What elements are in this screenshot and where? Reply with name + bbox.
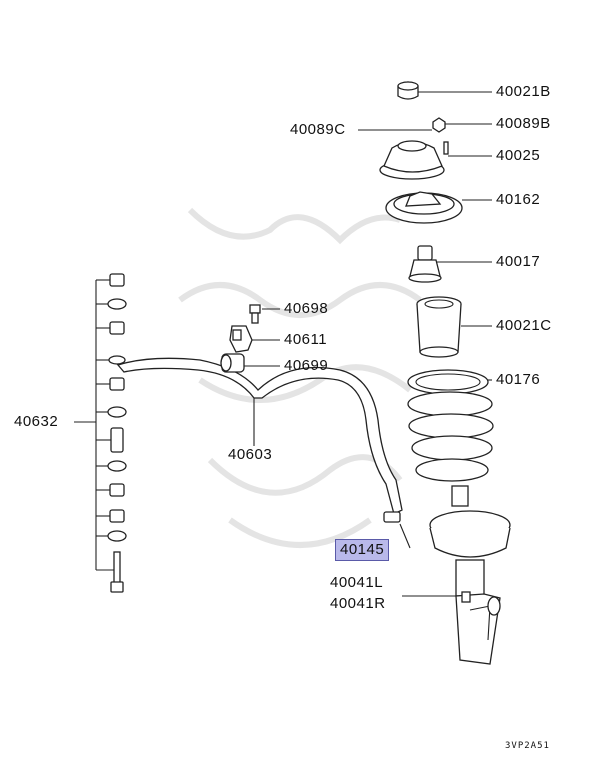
- label-40089b[interactable]: 40089B: [496, 115, 551, 132]
- part-40017-bumpstop[interactable]: [408, 245, 442, 283]
- label-40632[interactable]: 40632: [14, 413, 59, 430]
- diagram-code: 3VP2A51: [505, 741, 550, 751]
- part-40698-bolt[interactable]: [249, 304, 261, 324]
- label-40145-highlighted[interactable]: 40145: [335, 539, 390, 561]
- label-40611[interactable]: 40611: [284, 331, 328, 348]
- label-40699[interactable]: 40699: [284, 357, 329, 374]
- part-40176-spring[interactable]: [407, 369, 494, 482]
- label-40041r[interactable]: 40041R: [330, 595, 386, 612]
- label-40603[interactable]: 40603: [228, 446, 273, 463]
- part-40611-bracket[interactable]: [229, 325, 253, 353]
- part-40025-mount[interactable]: [379, 140, 449, 180]
- part-40041-strut[interactable]: [429, 485, 511, 665]
- label-40176[interactable]: 40176: [496, 371, 541, 388]
- part-40021c-boot[interactable]: [416, 296, 462, 358]
- part-40699-bushing[interactable]: [220, 353, 245, 373]
- part-40021b-cap[interactable]: [397, 81, 419, 100]
- leader-lines: [74, 91, 492, 597]
- part-40162-seat[interactable]: [385, 191, 463, 224]
- label-40089c[interactable]: 40089C: [290, 121, 346, 138]
- label-40025[interactable]: 40025: [496, 147, 541, 164]
- label-40017[interactable]: 40017: [496, 253, 541, 270]
- label-40162[interactable]: 40162: [496, 191, 541, 208]
- label-40021c[interactable]: 40021C: [496, 317, 552, 334]
- label-40021b[interactable]: 40021B: [496, 83, 551, 100]
- label-40041l[interactable]: 40041L: [330, 574, 384, 591]
- part-40603-stabilizer-bar[interactable]: [116, 357, 403, 523]
- part-40632-link-kit[interactable]: [107, 273, 127, 593]
- label-40698[interactable]: 40698: [284, 300, 329, 317]
- part-40089b-nut[interactable]: [432, 117, 446, 133]
